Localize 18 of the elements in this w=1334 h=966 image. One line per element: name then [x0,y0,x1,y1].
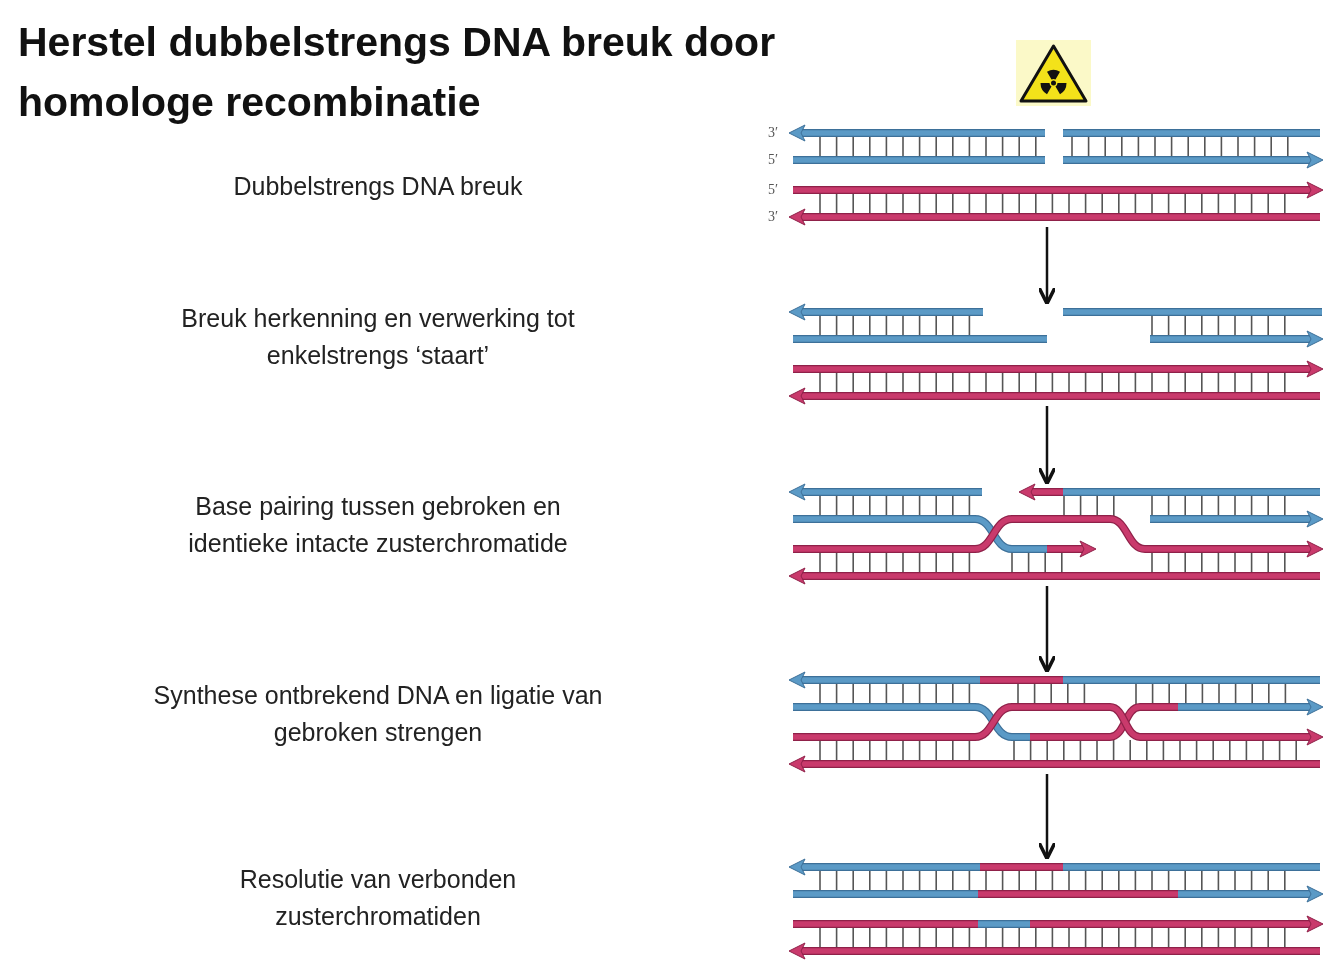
dna-drawing [788,303,1324,405]
arrow [1037,406,1057,486]
arrow [1037,227,1057,306]
strand-end-label: 5′ [768,153,779,167]
step-description: Base pairing tussen gebroken en identieke intacte zusterchromatide [187,491,569,559]
dna-drawing [788,858,1324,960]
strand-end-label: 3′ [768,126,779,140]
dna-drawing [788,483,1324,585]
strand-end-label: 5′ [768,183,779,197]
arrow [1037,774,1057,861]
step-description: Synthese ontbrekend DNA en ligatie van gebroken strengen [152,680,604,748]
step-description: Breuk herkenning en verwerking tot enkelstrengs ‘staart’ [180,303,576,371]
arrow [1037,586,1057,674]
dna-drawing [788,124,1324,226]
dna-drawing [788,671,1324,773]
step-description: Resolutie van verbonden zusterchromatiden [238,864,518,932]
strand-end-label: 3′ [768,210,779,224]
step-description: Dubbelstrengs DNA breuk [232,170,524,202]
